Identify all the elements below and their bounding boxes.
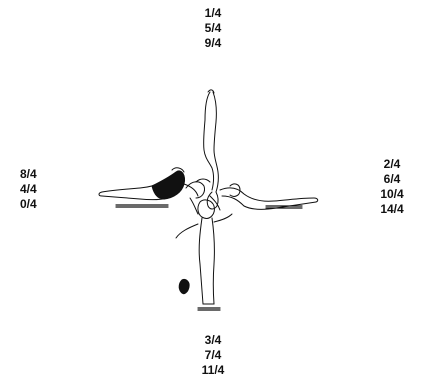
dark-leotard bbox=[152, 171, 185, 199]
center-cluster bbox=[190, 179, 220, 214]
bottom-hand bbox=[179, 279, 189, 293]
gymnast-left-pose bbox=[99, 168, 205, 200]
gymnast-bottom-pose bbox=[176, 200, 232, 304]
gymnast-top-pose bbox=[204, 90, 219, 209]
ground-lines bbox=[116, 205, 302, 310]
